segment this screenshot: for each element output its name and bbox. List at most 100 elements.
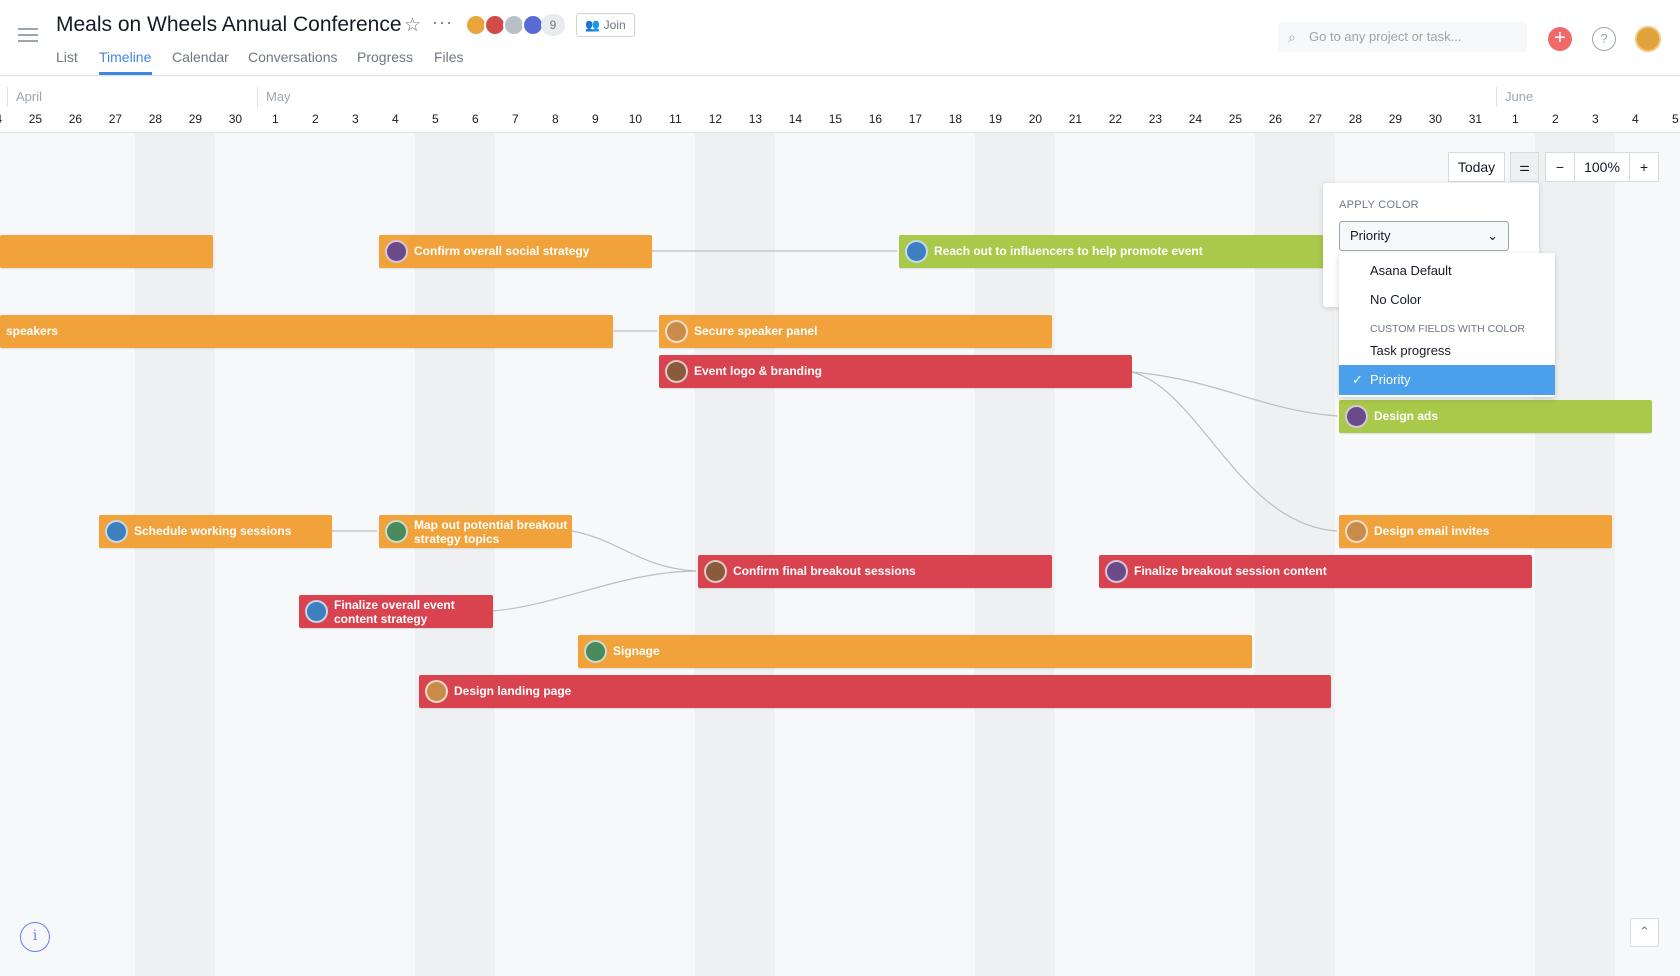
option-priority[interactable]: ✓ Priority xyxy=(1339,365,1555,395)
weekend-column xyxy=(975,133,1056,976)
chevron-down-icon: ⌄ xyxy=(1487,228,1498,243)
task-bar[interactable]: Signage xyxy=(578,635,1252,668)
option-task-progress[interactable]: Task progress xyxy=(1370,343,1451,358)
task-label: Design landing page xyxy=(454,684,572,698)
task-bar[interactable]: Confirm final breakout sessions xyxy=(698,555,1052,588)
task-bar[interactable]: Design landing page xyxy=(419,675,1331,708)
zoom-level: 100% xyxy=(1574,152,1630,182)
assignee-avatar xyxy=(1345,405,1368,428)
task-bar[interactable]: Design ads xyxy=(1339,400,1652,433)
day-label: 2 xyxy=(1552,112,1559,126)
task-bar[interactable]: Reach out to influencers to help promote… xyxy=(899,235,1330,268)
day-label: 28 xyxy=(1348,112,1363,126)
color-select-value: Priority xyxy=(1350,228,1391,243)
assignee-avatar xyxy=(665,320,688,343)
day-label: 17 xyxy=(908,112,923,126)
task-label: Design ads xyxy=(1374,409,1439,423)
task-bar[interactable]: speakers xyxy=(0,315,613,348)
user-avatar[interactable] xyxy=(1635,26,1661,52)
timeline-scale: April May June 2425262728293012345678910… xyxy=(0,77,1680,133)
task-bar[interactable]: Secure speaker panel xyxy=(659,315,1052,348)
apply-color-heading: APPLY COLOR xyxy=(1339,199,1419,211)
day-label: 10 xyxy=(628,112,643,126)
assignee-avatar xyxy=(584,640,607,663)
task-label: Secure speaker panel xyxy=(694,324,818,338)
check-icon: ✓ xyxy=(1352,372,1363,387)
tab-progress[interactable]: Progress xyxy=(357,49,414,65)
option-asana-default[interactable]: Asana Default xyxy=(1370,263,1452,278)
day-label: 15 xyxy=(828,112,843,126)
weekend-column xyxy=(695,133,776,976)
task-bar[interactable]: Confirm overall social strategy xyxy=(379,235,652,268)
info-icon[interactable]: i xyxy=(20,922,50,952)
task-label: speakers xyxy=(6,324,59,338)
filter-settings-icon[interactable]: ⚌ xyxy=(1510,152,1539,182)
color-select[interactable]: Priority ⌄ xyxy=(1339,221,1509,251)
task-label: Design email invites xyxy=(1374,524,1490,538)
search-input[interactable]: ⌕Go to any project or task... xyxy=(1278,22,1527,52)
task-label: Finalize overall event content strategy xyxy=(334,598,455,626)
zoom-out-button[interactable]: − xyxy=(1545,152,1575,182)
task-bar[interactable]: Event logo & branding xyxy=(659,355,1132,388)
day-label: 22 xyxy=(1108,112,1123,126)
tab-files[interactable]: Files xyxy=(434,49,464,65)
search-placeholder: Go to any project or task... xyxy=(1309,29,1462,44)
day-label: 20 xyxy=(1028,112,1043,126)
day-label: 27 xyxy=(108,112,123,126)
task-bar[interactable]: Finalize overall event content strategy xyxy=(299,595,493,628)
today-button[interactable]: Today xyxy=(1448,152,1505,182)
task-label: Reach out to influencers to help promote… xyxy=(934,244,1203,258)
task-label: Signage xyxy=(613,644,660,658)
weekend-column xyxy=(1255,133,1336,976)
task-bar[interactable] xyxy=(0,235,213,268)
day-label: 29 xyxy=(188,112,203,126)
day-label: 30 xyxy=(228,112,243,126)
day-label: 11 xyxy=(669,112,682,126)
task-bar[interactable]: Map out potential breakout strategy topi… xyxy=(379,515,572,548)
day-label: 25 xyxy=(1228,112,1243,126)
member-count[interactable]: 9 xyxy=(541,14,565,36)
day-label: 7 xyxy=(512,112,519,126)
assignee-avatar xyxy=(1345,520,1368,543)
tab-timeline[interactable]: Timeline xyxy=(99,49,152,65)
day-label: 31 xyxy=(1468,112,1483,126)
day-label: 9 xyxy=(592,112,599,126)
day-label: 3 xyxy=(1592,112,1599,126)
day-label: 27 xyxy=(1308,112,1323,126)
tab-conversations[interactable]: Conversations xyxy=(248,49,338,65)
assignee-avatar xyxy=(385,240,408,263)
day-label: 4 xyxy=(392,112,399,126)
assignee-avatar xyxy=(1105,560,1128,583)
task-label: Map out potential breakout strategy topi… xyxy=(414,518,568,546)
day-label: 12 xyxy=(708,112,723,126)
task-bar[interactable]: Design email invites xyxy=(1339,515,1612,548)
more-options-icon[interactable]: ··· xyxy=(432,12,453,32)
custom-fields-heading: CUSTOM FIELDS WITH COLOR xyxy=(1370,323,1525,335)
help-icon[interactable]: ? xyxy=(1592,27,1616,51)
task-bar[interactable]: Finalize breakout session content xyxy=(1099,555,1532,588)
tab-list[interactable]: List xyxy=(56,49,78,65)
day-label: 21 xyxy=(1068,112,1083,126)
tab-calendar[interactable]: Calendar xyxy=(172,49,229,65)
option-label: Priority xyxy=(1370,372,1411,387)
day-label: 4 xyxy=(1632,112,1639,126)
join-button[interactable]: 👥 Join xyxy=(576,13,635,37)
assignee-avatar xyxy=(385,520,408,543)
people-icon: 👥 xyxy=(585,18,604,32)
day-label: 19 xyxy=(988,112,1003,126)
day-label: 5 xyxy=(1672,112,1679,126)
zoom-in-button[interactable]: + xyxy=(1629,152,1659,182)
day-label: 26 xyxy=(1268,112,1283,126)
day-label: 6 xyxy=(472,112,479,126)
hamburger-menu-icon[interactable] xyxy=(18,28,38,42)
active-tab-indicator xyxy=(99,72,152,75)
star-icon[interactable]: ☆ xyxy=(404,15,422,36)
quick-add-button[interactable]: + xyxy=(1548,27,1572,51)
day-label: 29 xyxy=(1388,112,1403,126)
task-bar[interactable]: Schedule working sessions xyxy=(99,515,332,548)
task-label: Event logo & branding xyxy=(694,364,822,378)
option-no-color[interactable]: No Color xyxy=(1370,292,1422,307)
task-label: Finalize breakout session content xyxy=(1134,564,1327,578)
scroll-to-top-icon[interactable]: ⌃ xyxy=(1630,918,1659,947)
